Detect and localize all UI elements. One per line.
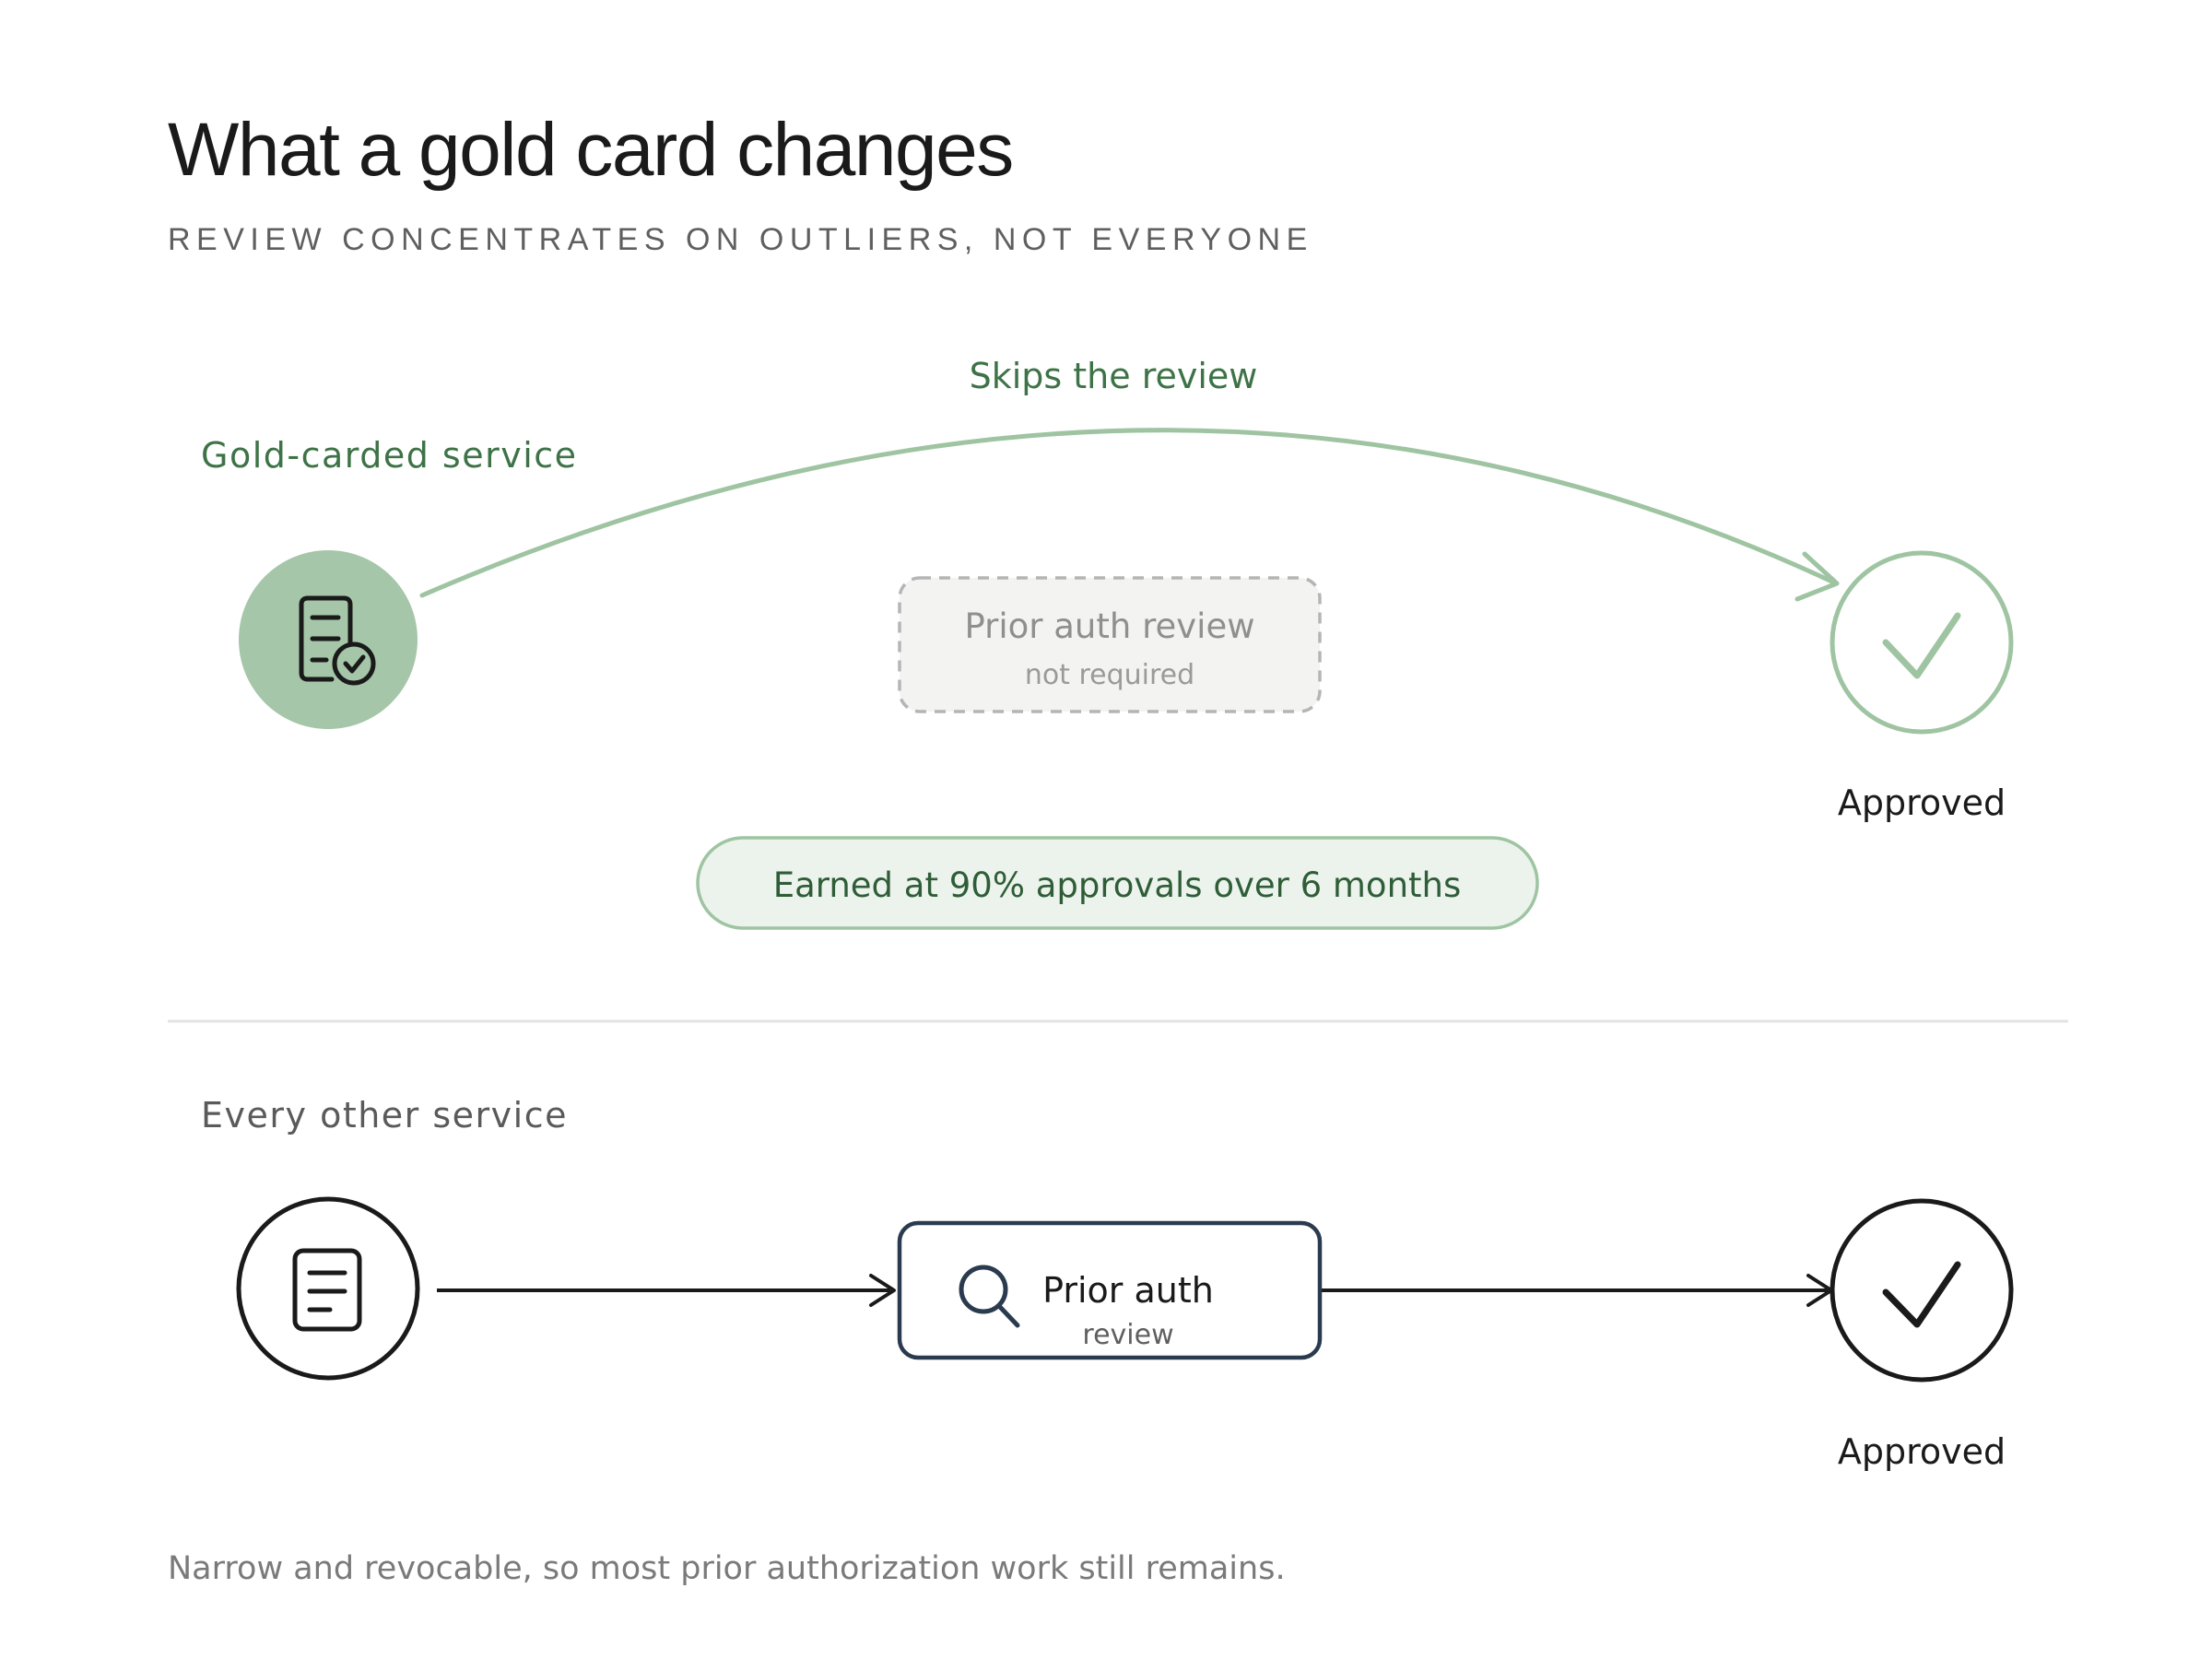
- checkmark-icon: [1882, 612, 1961, 679]
- bypassed-step-sublabel: not required: [1025, 659, 1194, 691]
- standard-approved-node: [1830, 1198, 2014, 1382]
- standard-approved-label: Approved: [1838, 1431, 2006, 1472]
- gold-approved-label: Approved: [1838, 782, 2006, 823]
- document-check-icon: [299, 595, 376, 686]
- footnote: Narrow and revocable, so most prior auth…: [168, 1550, 1286, 1587]
- standard-section-label: Every other service: [201, 1095, 568, 1135]
- standard-flow: Every other service Prior auth review: [201, 1095, 2014, 1472]
- page-subtitle: REVIEW CONCENTRATES ON OUTLIERS, NOT EVE…: [168, 222, 1313, 257]
- criteria-text: Earned at 90% approvals over 6 months: [773, 865, 1462, 905]
- skip-review-label: Skips the review: [970, 356, 1258, 396]
- document-icon: [292, 1248, 362, 1332]
- checkmark-icon: [1882, 1261, 1961, 1328]
- gold-service-node: [239, 550, 418, 729]
- arrow-to-review-head: [869, 1274, 896, 1307]
- bypassed-review-step: Prior auth review not required: [898, 576, 1322, 713]
- review-step-sublabel: review: [1082, 1319, 1173, 1351]
- gold-section-label: Gold-carded service: [201, 435, 578, 476]
- bypass-arc-arrow: [419, 428, 1839, 598]
- review-step-label: Prior auth: [1042, 1270, 1214, 1311]
- magnifier-icon: [959, 1265, 1020, 1328]
- page-title: What a gold card changes: [168, 108, 1013, 192]
- gold-approved-node: [1830, 550, 2014, 735]
- bypass-arrowhead: [1794, 551, 1840, 602]
- standard-service-node: [236, 1196, 420, 1381]
- gold-card-criteria-pill: Earned at 90% approvals over 6 months: [696, 836, 1539, 930]
- prior-auth-review-step: Prior auth review: [897, 1220, 1323, 1360]
- gold-flow: Gold-carded service Skips the review Pri…: [201, 356, 2014, 930]
- bypassed-step-label: Prior auth review: [965, 606, 1255, 646]
